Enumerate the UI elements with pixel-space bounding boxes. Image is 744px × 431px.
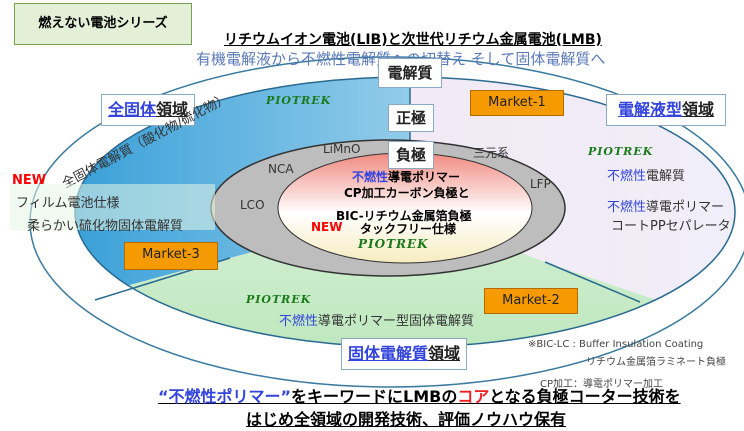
liquid-item-2: 不燃性導電ポリマー (607, 200, 725, 215)
left-note-band (10, 184, 215, 230)
anode-label: 負極 (388, 141, 434, 169)
market-1: Market-1 (470, 90, 564, 116)
region-rest: 領域 (428, 344, 461, 363)
liquid-region-label: 電解液型領域 (606, 94, 726, 126)
region-em: 固体電解質 (347, 344, 428, 363)
solid-all-region-label: 全固体領域 (101, 94, 195, 126)
core-line1: 不燃性導電ポリマー (352, 170, 461, 184)
bottom-line1: “不燃性ポリマー”をキーワードにLMBのコアとなる負極コーター技術を (158, 387, 681, 406)
left-note-line2: 柔らかい硫化物固体電解質 (27, 219, 184, 234)
core-line3: BIC-リチウム金属箔負極 (336, 209, 472, 223)
cathode-limno: LiMnO (323, 142, 361, 156)
new-badge: NEW (311, 220, 343, 234)
left-note-line1: フィルム電池仕様 (16, 196, 120, 211)
market-3: Market-3 (124, 242, 218, 270)
brand-logo: PIOTREK (358, 237, 429, 251)
page-title: リチウムイオン電池(LIB)と次世代リチウム金属電池(LMB) (224, 32, 602, 48)
brand-logo: PIOTREK (588, 145, 654, 158)
electrolyte-label: 電解質 (378, 58, 442, 88)
cathode-lfp: LFP (530, 177, 551, 191)
liquid-item-2b: コートPPセパレータ (611, 219, 731, 234)
region-em: 電解液型 (617, 100, 682, 119)
region-rest: 領域 (682, 100, 715, 119)
brand-logo: PIOTREK (246, 293, 312, 306)
liquid-item-1: 不燃性電解質 (607, 169, 686, 184)
core-line4: タックフリー仕様 (360, 222, 457, 236)
cathode-label: 正極 (388, 104, 434, 132)
series-badge: 燃えない電池シリーズ (14, 3, 192, 45)
cathode-nca: NCA (268, 162, 294, 176)
bottom-line2: はじめ全領域の開発技術、評価ノウハウ保有 (246, 410, 567, 429)
solid-electrolyte-region-label: 固体電解質領域 (341, 338, 467, 370)
cathode-lco: LCO (240, 198, 265, 212)
market-2: Market-2 (484, 288, 578, 314)
footnote-bic2: リチウム金属箔ラミネート負極 (586, 357, 726, 368)
brand-logo: PIOTREK (266, 94, 332, 107)
green-item: 不燃性導電ポリマー型固体電解質 (279, 314, 475, 329)
cathode-ternary: 三元系 (473, 146, 510, 160)
footnote-cp: CP加工：導電ポリマー加工 (540, 379, 664, 390)
footnote-bic: ※BIC-LC : Buffer Insulation Coating (528, 339, 704, 350)
region-rest: 領域 (156, 100, 189, 119)
core-line2: CP加工カーボン負極と (344, 186, 470, 200)
region-em: 全固体 (107, 100, 156, 119)
